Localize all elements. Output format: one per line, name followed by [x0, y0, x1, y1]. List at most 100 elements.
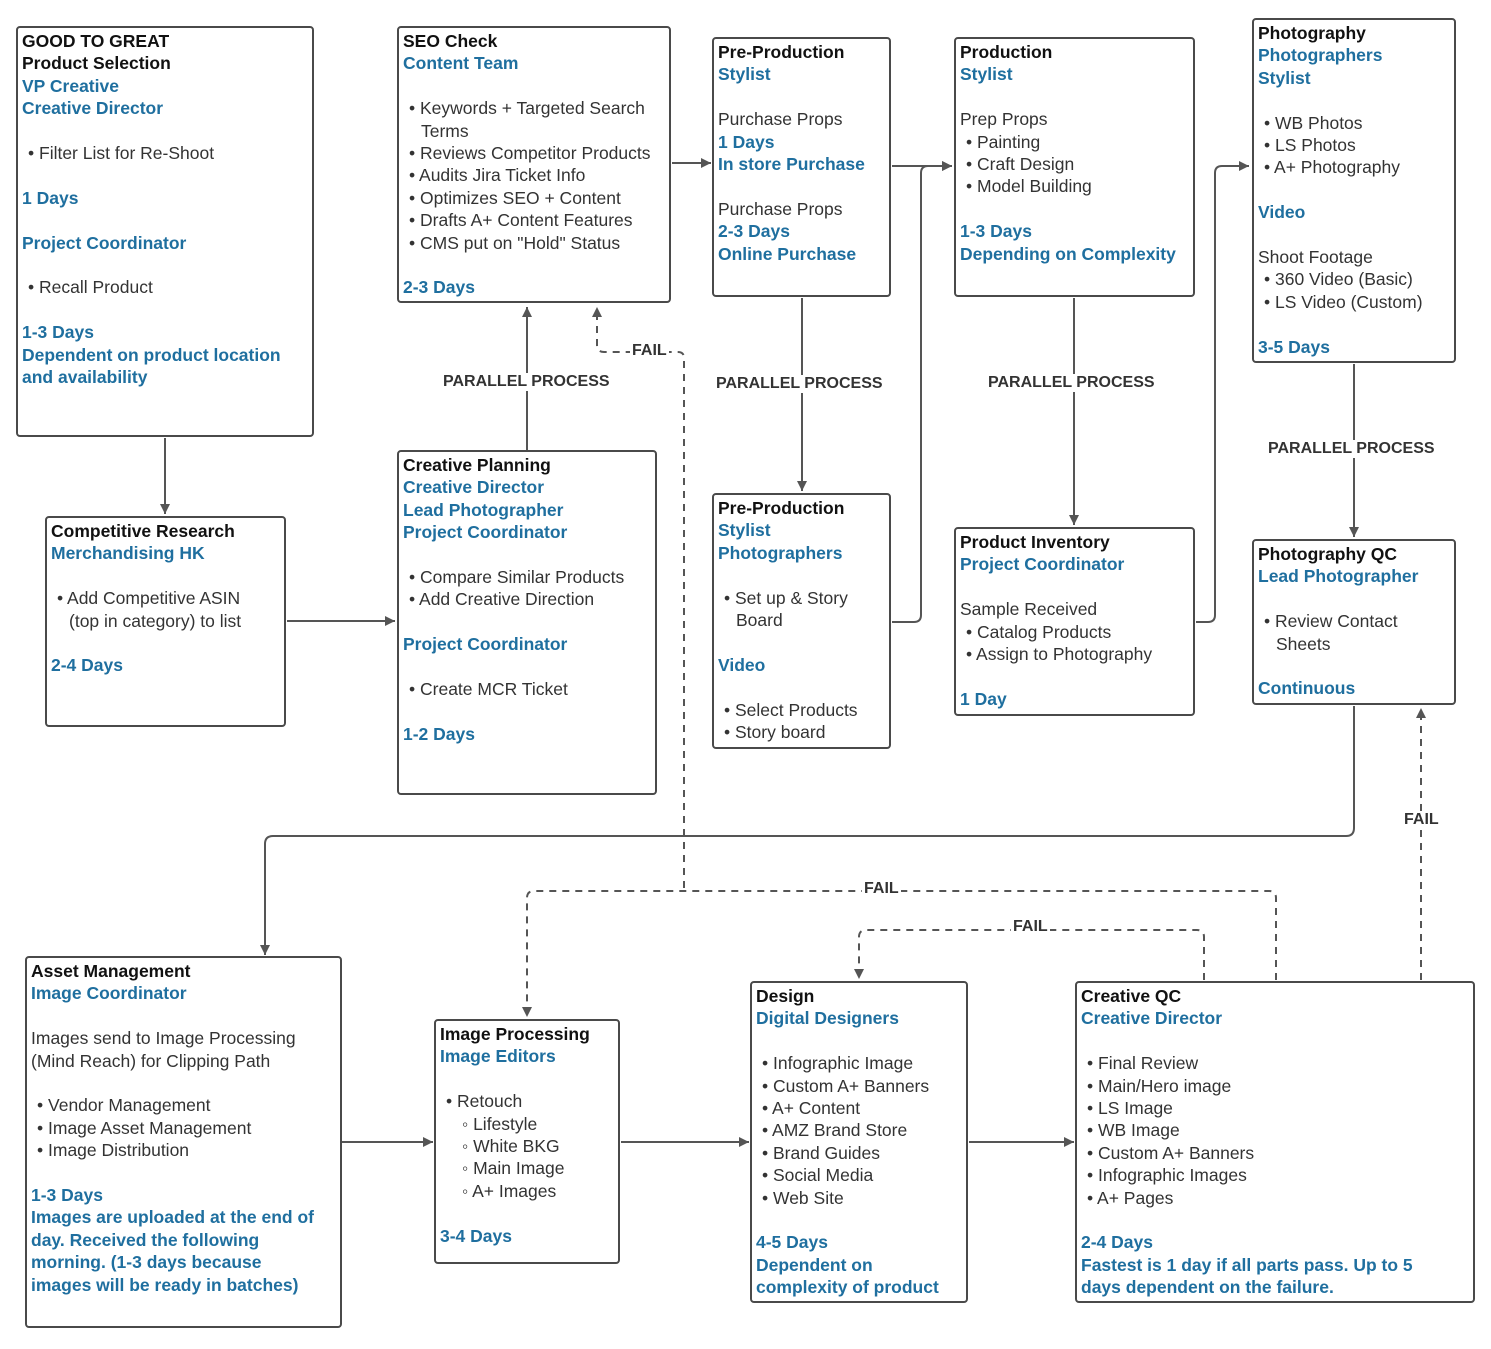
- bullet-icon: •: [28, 277, 39, 298]
- spacer: [960, 198, 1189, 220]
- bullet-icon: •: [762, 1120, 773, 1141]
- bullet-text: Optimizes SEO + Content: [420, 187, 621, 208]
- spacer: [22, 254, 308, 276]
- bullet-text: Custom A+ Banners: [1098, 1142, 1255, 1163]
- spacer: [718, 564, 885, 586]
- bullet-icon: •: [966, 131, 977, 152]
- spacer: [403, 611, 651, 633]
- bullet-text: Vendor Management: [48, 1095, 211, 1116]
- role-text: Photographers: [718, 542, 843, 563]
- bullet-icon: •: [1264, 135, 1275, 156]
- role-text: Project Coordinator: [403, 634, 568, 655]
- bullet-item: • Set up & Story: [718, 587, 885, 609]
- parallel-process-label: PARALLEL PROCESS: [441, 373, 612, 391]
- bullet-text: Main/Hero image: [1098, 1075, 1232, 1096]
- bullet-icon: •: [37, 1095, 48, 1116]
- role-text: 2-4 Days: [1081, 1232, 1153, 1253]
- bullet-item: • Custom A+ Banners: [756, 1075, 962, 1097]
- bullet-item: • Model Building: [960, 175, 1189, 197]
- bullet-text: CMS put on "Hold" Status: [420, 232, 621, 253]
- bullet-icon: •: [409, 567, 420, 588]
- bullet-text: Add Competitive ASIN: [67, 588, 241, 609]
- parallel-process-label: PARALLEL PROCESS: [714, 375, 885, 393]
- bullet-icon: •: [57, 588, 68, 609]
- role-text: complexity of product: [756, 1277, 939, 1298]
- sub-bullet-item: ◦ A+ Images: [440, 1180, 614, 1202]
- bullet-icon: •: [724, 587, 735, 608]
- bullet-item: • LS Video (Custom): [1258, 291, 1450, 313]
- bullet-text: Keywords + Targeted Search: [420, 98, 645, 119]
- description-text: Purchase Props: [718, 109, 843, 130]
- role-text: Video: [1258, 202, 1306, 223]
- sub-bullet-item: ◦ White BKG: [440, 1135, 614, 1157]
- bullet-text: Lifestyle: [473, 1113, 538, 1134]
- hollow-bullet-icon: ◦: [462, 1158, 474, 1179]
- bullet-text: WB Image: [1098, 1120, 1180, 1141]
- bullet-icon: •: [1264, 291, 1275, 312]
- bullet-icon: •: [1087, 1098, 1098, 1119]
- role-text: Image Coordinator: [31, 983, 187, 1004]
- bullet-text: Recall Product: [39, 277, 153, 298]
- role-text: VP Creative: [22, 75, 119, 96]
- bullet-item: • WB Photos: [1258, 112, 1450, 134]
- bullet-icon: •: [409, 187, 420, 208]
- sub-bullet-item: ◦ Main Image: [440, 1157, 614, 1179]
- role-text: Digital Designers: [756, 1008, 899, 1029]
- bullet-item: • A+ Photography: [1258, 156, 1450, 178]
- arrow-qc-to-asset: [260, 706, 1355, 955]
- bullet-item: • Optimizes SEO + Content: [403, 187, 665, 209]
- bullet-text: Compare Similar Products: [420, 567, 625, 588]
- bullet-text: Model Building: [977, 176, 1092, 197]
- description-text: Sample Received: [960, 599, 1098, 620]
- bullet-continuation: Sheets: [1276, 633, 1331, 654]
- spacer: [718, 175, 885, 197]
- bullet-icon: •: [1264, 269, 1275, 290]
- fail-arrow-to-design: [854, 929, 1205, 980]
- bullet-item: • Add Competitive ASIN: [51, 587, 280, 609]
- sub-bullet-item: ◦ Lifestyle: [440, 1113, 614, 1135]
- bullet-text: Web Site: [773, 1187, 844, 1208]
- bullet-icon: •: [1087, 1075, 1098, 1096]
- bullet-item: • Vendor Management: [31, 1094, 336, 1116]
- role-text: and availability: [22, 367, 148, 388]
- fail-arrow-to-imageprocessing: [522, 890, 1277, 1017]
- role-text: 1-3 Days: [960, 221, 1032, 242]
- bullet-item: • Filter List for Re-Shoot: [22, 142, 308, 164]
- spacer: [960, 86, 1189, 108]
- bullet-text: Assign to Photography: [976, 644, 1153, 665]
- bullet-item: • Painting: [960, 131, 1189, 153]
- bullet-item: • Catalog Products: [960, 621, 1189, 643]
- bullet-item: • Compare Similar Products: [403, 566, 651, 588]
- fail-label: FAIL: [630, 342, 669, 360]
- fail-label: FAIL: [1011, 918, 1050, 936]
- spacer: [1081, 1030, 1469, 1052]
- bullet-item: • AMZ Brand Store: [756, 1119, 962, 1141]
- spacer: [22, 209, 308, 231]
- role-text: Fastest is 1 day if all parts pass. Up t…: [1081, 1254, 1413, 1275]
- bullet-icon: •: [409, 143, 420, 164]
- bullet-item: • Keywords + Targeted Search: [403, 97, 665, 119]
- bullet-icon: •: [966, 621, 977, 642]
- bullet-item: • Infographic Images: [1081, 1164, 1469, 1186]
- arrow-preproduction2-to-production: [892, 161, 952, 623]
- bullet-item: • 360 Video (Basic): [1258, 268, 1450, 290]
- bullet-icon: •: [724, 699, 735, 720]
- role-text: Image Editors: [440, 1046, 556, 1067]
- bullet-icon: •: [1087, 1053, 1098, 1074]
- bullet-item: • Recall Product: [22, 276, 308, 298]
- bullet-item: • Infographic Image: [756, 1052, 962, 1074]
- role-text: 3-4 Days: [440, 1225, 512, 1246]
- bullet-text: Social Media: [773, 1165, 874, 1186]
- box-title: Competitive Research: [51, 521, 235, 541]
- bullet-item: • Create MCR Ticket: [403, 678, 651, 700]
- bullet-text: LS Video (Custom): [1275, 291, 1423, 312]
- parallel-process-label: PARALLEL PROCESS: [986, 374, 1157, 392]
- role-text: 1 Day: [960, 688, 1007, 709]
- spacer: [718, 676, 885, 698]
